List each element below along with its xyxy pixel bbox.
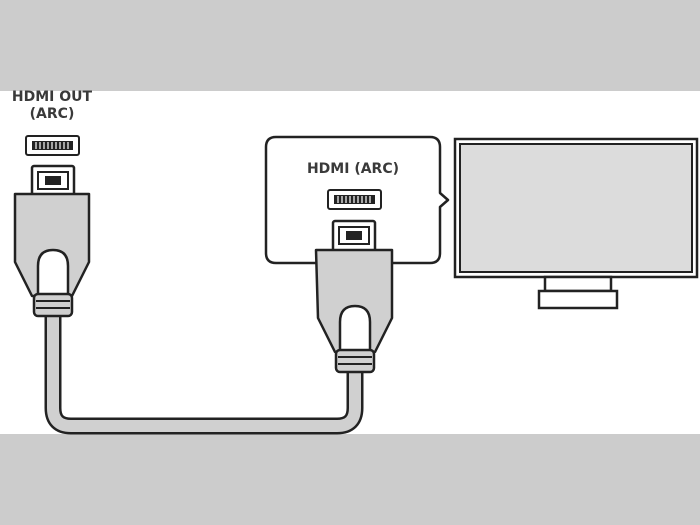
tv-port-label: HDMI (ARC) xyxy=(306,161,400,177)
source-port-label-line2: (ARC) xyxy=(29,106,75,122)
source-port-label-line1: HDMI OUT xyxy=(11,89,93,105)
source-port-label: HDMI OUT (ARC) xyxy=(4,89,100,123)
hdmi-port-icon xyxy=(25,135,80,156)
tv-icon xyxy=(453,137,699,310)
hdmi-port-icon xyxy=(327,189,382,210)
hdmi-cable xyxy=(44,316,364,435)
hdmi-plug-icon xyxy=(13,164,91,318)
hdmi-plug-icon xyxy=(314,219,394,374)
